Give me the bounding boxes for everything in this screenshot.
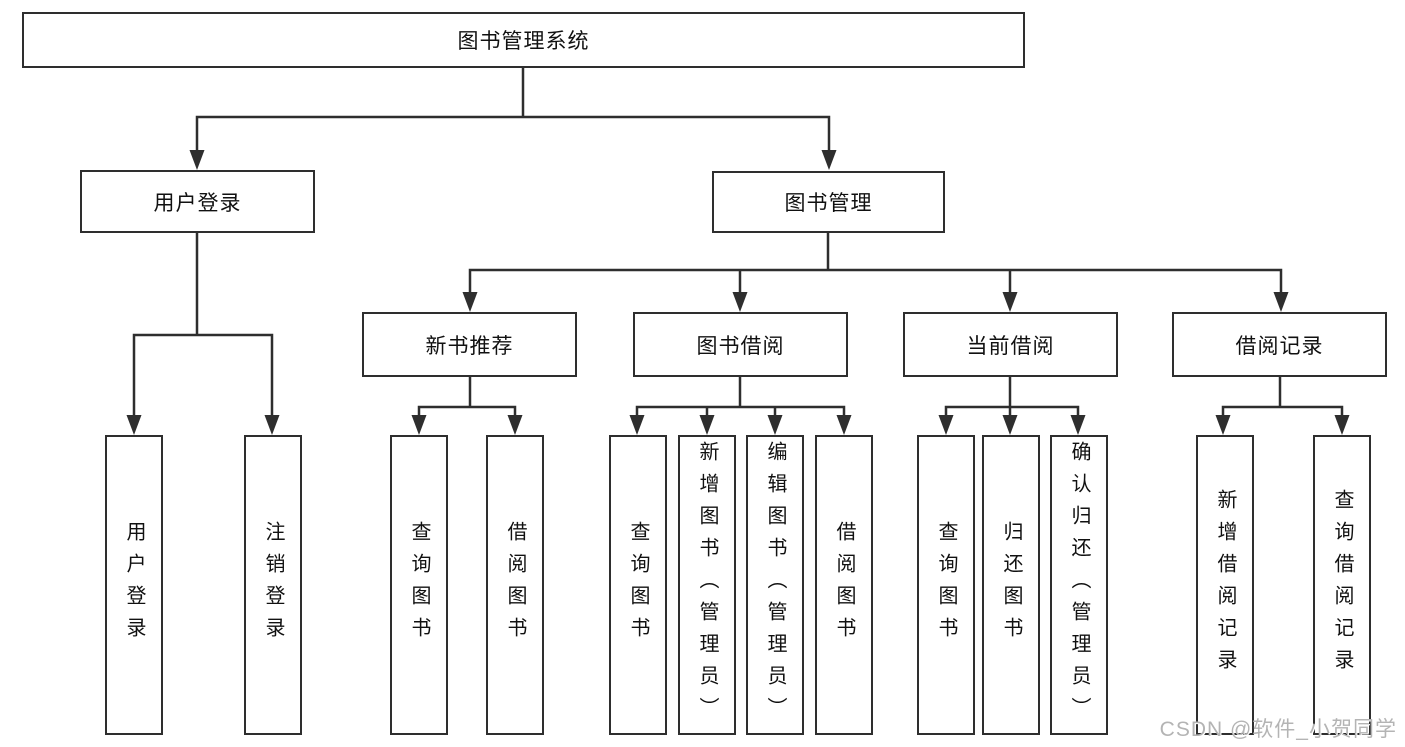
- leaf-query-borrow-record: 查询借阅记录: [1313, 435, 1371, 735]
- leaf-return-book: 归还图书: [982, 435, 1040, 735]
- node-new-book-recommend: 新书推荐: [362, 312, 577, 377]
- node-current-borrow-label: 当前借阅: [966, 334, 1055, 358]
- node-book-management-label: 图书管理: [784, 192, 873, 215]
- leaf-query-books-2-label: 查询图书: [627, 521, 649, 649]
- leaf-add-book-admin-label: 新增图书（管理员）: [696, 441, 718, 729]
- leaf-edit-book-admin-label: 编辑图书（管理员）: [764, 441, 786, 729]
- leaf-query-borrow-record-label: 查询借阅记录: [1331, 489, 1353, 681]
- leaf-borrow-books-1: 借阅图书: [486, 435, 544, 735]
- node-user-login-label: 用户登录: [153, 191, 242, 215]
- node-new-book-recommend-label: 新书推荐: [425, 334, 514, 358]
- leaf-confirm-return-admin: 确认归还（管理员）: [1050, 435, 1108, 735]
- node-book-borrow-label: 图书借阅: [696, 334, 785, 358]
- leaf-query-books-1-label: 查询图书: [408, 521, 430, 649]
- leaf-query-books-1: 查询图书: [390, 435, 448, 735]
- node-root-label: 图书管理系统: [457, 30, 590, 53]
- leaf-logout-label: 注销登录: [262, 521, 284, 649]
- node-borrow-record: 借阅记录: [1172, 312, 1387, 377]
- node-user-login: 用户登录: [80, 170, 315, 233]
- leaf-user-login: 用户登录: [105, 435, 163, 735]
- node-current-borrow: 当前借阅: [903, 312, 1118, 377]
- node-root-library-management-system: 图书管理系统: [22, 12, 1025, 68]
- leaf-borrow-books-1-label: 借阅图书: [504, 521, 526, 649]
- leaf-logout: 注销登录: [244, 435, 302, 735]
- leaf-query-books-3: 查询图书: [917, 435, 975, 735]
- leaf-edit-book-admin: 编辑图书（管理员）: [746, 435, 804, 735]
- leaf-borrow-books-2: 借阅图书: [815, 435, 873, 735]
- leaf-user-login-label: 用户登录: [123, 521, 145, 649]
- leaf-query-books-3-label: 查询图书: [935, 521, 957, 649]
- node-book-borrow: 图书借阅: [633, 312, 848, 377]
- leaf-add-book-admin: 新增图书（管理员）: [678, 435, 736, 735]
- leaf-borrow-books-2-label: 借阅图书: [833, 521, 855, 649]
- leaf-add-borrow-record: 新增借阅记录: [1196, 435, 1254, 735]
- leaf-add-borrow-record-label: 新增借阅记录: [1214, 489, 1236, 681]
- csdn-watermark: CSDN @软件_小贺同学: [1159, 718, 1397, 741]
- leaf-return-book-label: 归还图书: [1000, 521, 1022, 649]
- node-book-management: 图书管理: [712, 171, 945, 233]
- leaf-confirm-return-admin-label: 确认归还（管理员）: [1068, 441, 1090, 729]
- leaf-query-books-2: 查询图书: [609, 435, 667, 735]
- node-borrow-record-label: 借阅记录: [1235, 334, 1324, 358]
